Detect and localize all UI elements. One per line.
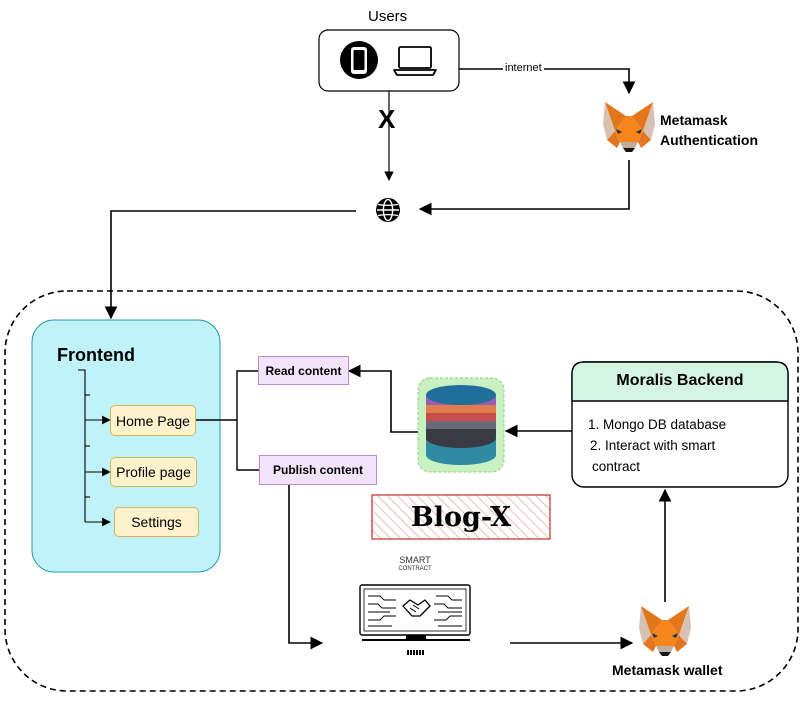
brand-box (371, 494, 551, 540)
publish-content-node: Publish content (259, 455, 377, 485)
internet-label: internet (503, 62, 544, 74)
read-content-node: Read content (258, 356, 349, 385)
frontend-tree (78, 369, 111, 527)
backend-item: contract (592, 459, 641, 474)
users-devices-box (318, 29, 460, 92)
globe-icon (376, 198, 400, 222)
wallet-fox-icon (639, 606, 691, 656)
home-page-node: Home Page (110, 405, 196, 436)
smart-contract-icon (359, 584, 471, 655)
settings-node: Settings (114, 507, 199, 537)
db-to-read-connector (347, 364, 419, 433)
backend-item-list: 1. Mongo DB database 2. Interact with sm… (588, 414, 726, 477)
internet-connector (459, 68, 636, 95)
web-to-frontend-connector (104, 210, 356, 320)
smart-contract-line1: SMART (399, 555, 431, 565)
metamask-fox-icon (603, 102, 655, 152)
frontend-title: Frontend (57, 345, 135, 365)
laptop-icon (393, 46, 437, 76)
metamask-auth-line2: Authentication (660, 132, 758, 148)
smart-contract-line2: CONTRACT (398, 566, 432, 572)
metamask-auth-line1: Metamask (660, 112, 728, 128)
publish-to-contract-connector (288, 485, 324, 650)
phone-icon (340, 41, 378, 79)
backend-item: 2. Interact with smart (590, 438, 716, 453)
smart-contract-label: SMART CONTRACT (370, 556, 460, 574)
database-icon (417, 377, 505, 473)
system-boundary (4, 290, 799, 692)
home-to-actions-connectors (195, 370, 259, 471)
metamask-auth-label: Metamask Authentication (660, 110, 758, 150)
profile-page-node: Profile page (110, 457, 197, 487)
metamask-wallet-label: Metamask wallet (612, 662, 723, 678)
backend-title: Moralis Backend (616, 372, 744, 389)
users-label: Users (368, 8, 408, 25)
blocked-mark: X (378, 104, 396, 134)
backend-item: 1. Mongo DB database (588, 417, 727, 432)
auth-to-web-connector (418, 160, 630, 216)
brand-title: Blog-X (410, 501, 512, 533)
